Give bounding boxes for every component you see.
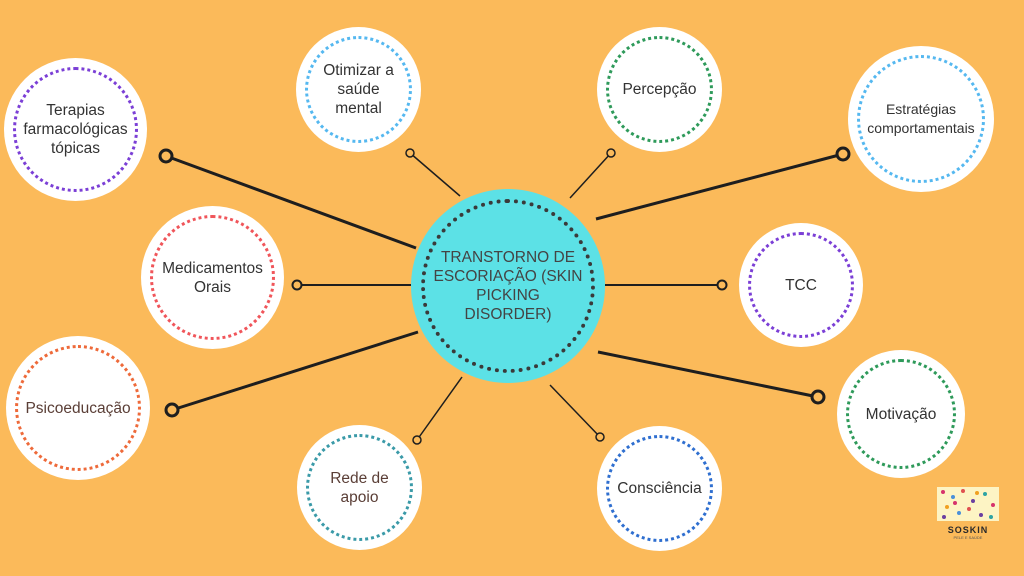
node-rede: Rede de apoio [297, 425, 422, 550]
connector-end-percepcao [606, 148, 616, 158]
connector-end-motivacao [810, 389, 826, 405]
node-ring [305, 36, 412, 143]
connector-percepcao [569, 152, 612, 199]
node-otimizar: Otimizar a saúde mental [296, 27, 421, 152]
logo-tagline: PELE E SAÚDE [953, 535, 983, 540]
node-ring [150, 215, 275, 340]
node-label: Terapias farmacológicas tópicas [23, 102, 128, 157]
node-ring [846, 359, 956, 469]
connector-end-terapias [158, 148, 174, 164]
central-topic-label: TRANSTORNO DE ESCORIAÇÃO (SKIN PICKING D… [433, 249, 583, 323]
node-motivacao: Motivação [837, 350, 965, 478]
node-label: Otimizar a saúde mental [323, 62, 394, 117]
node-label: Rede de apoio [330, 469, 389, 506]
logo-dot-pattern [937, 487, 999, 521]
connector-consciencia [549, 384, 601, 438]
node-label: TCC [785, 276, 817, 294]
node-ring [606, 36, 713, 143]
connector-end-consciencia [595, 432, 605, 442]
central-topic: TRANSTORNO DE ESCORIAÇÃO (SKIN PICKING D… [411, 189, 605, 383]
connector-motivacao [597, 350, 819, 399]
connector-psicoeducacao [171, 330, 419, 412]
logo-name: SOSKIN [947, 525, 989, 535]
node-ring [606, 435, 713, 542]
connector-rede [416, 376, 463, 441]
node-label: Consciência [617, 480, 702, 497]
connector-end-medicamentos [291, 279, 303, 291]
connector-end-otimizar [405, 148, 415, 158]
connector-end-rede [412, 435, 422, 445]
node-ring [748, 232, 854, 338]
connector-otimizar [409, 152, 461, 197]
soskin-logo: SOSKIN PELE E SAÚDE [937, 487, 999, 545]
node-label: Motivação [865, 405, 937, 423]
node-psicoeducacao: Psicoeducação [6, 336, 150, 480]
node-ring [857, 55, 985, 183]
node-percepcao: Percepção [597, 27, 722, 152]
connector-terapias [165, 154, 417, 250]
node-estrategias: Estratégias comportamentais [848, 46, 994, 192]
node-tcc: TCC [739, 223, 863, 347]
connector-end-estrategias [835, 146, 851, 162]
node-medicamentos: Medicamentos Orais [141, 206, 284, 349]
node-label: Medicamentos Orais [162, 259, 263, 296]
central-dotted-ring [421, 199, 595, 373]
connector-estrategias [595, 152, 844, 221]
node-label: Percepção [622, 81, 697, 98]
node-label: Psicoeducação [25, 399, 131, 417]
node-ring [15, 345, 141, 471]
node-ring [13, 67, 138, 192]
connector-end-psicoeducacao [164, 402, 180, 418]
node-terapias: Terapias farmacológicas tópicas [4, 58, 147, 201]
node-label: Estratégias comportamentais [867, 101, 975, 136]
node-consciencia: Consciência [597, 426, 722, 551]
node-ring [306, 434, 413, 541]
connector-end-tcc [716, 279, 728, 291]
